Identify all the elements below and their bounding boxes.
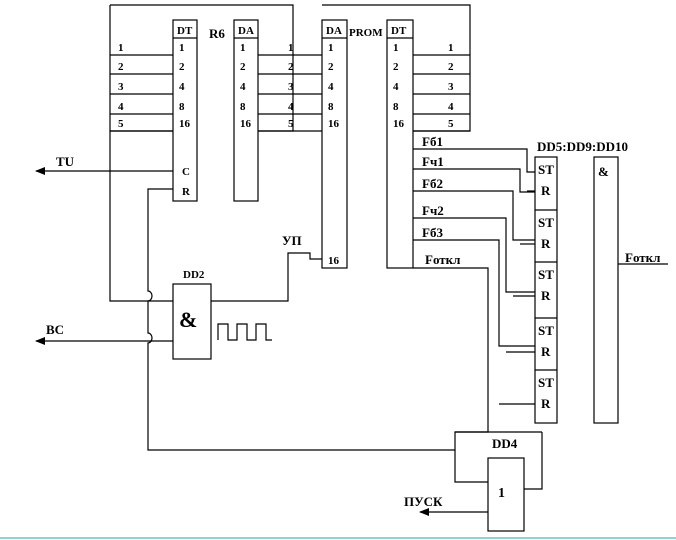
- dd4-in-a: [454, 450, 488, 483]
- prom-data-pin-label: 16: [393, 118, 405, 130]
- bus-da-pin-label: 4: [240, 81, 246, 93]
- up-label: УП: [282, 233, 302, 248]
- prom-addr-pin-label: 1: [328, 42, 334, 54]
- bus-da-pin-label: 2: [240, 61, 246, 73]
- prom-addr-pin-label: 4: [328, 81, 334, 93]
- bus-line-label: 3: [288, 81, 294, 93]
- bus-da-block: [233, 19, 259, 202]
- bus-da-header: DA: [238, 25, 254, 37]
- up-wire: [211, 252, 322, 302]
- and-block-symbol: &: [598, 164, 609, 179]
- trigger-label: DD5:DD9:DD10: [537, 139, 628, 154]
- prom-signal-wire: [413, 148, 535, 173]
- prom-signal-wire: [413, 217, 535, 293]
- counter-pin-label: 4: [179, 81, 185, 93]
- trigger-set-pin: ST: [538, 375, 554, 390]
- bus-da-pin-label: 8: [240, 101, 246, 113]
- prom-signal-label: Fб3: [422, 225, 443, 240]
- trigger-set-pin: ST: [538, 162, 554, 177]
- counter-pin-label: 8: [179, 101, 185, 113]
- reset-wire: [147, 188, 542, 451]
- prom-label: PROM: [349, 27, 383, 39]
- counter-pin-label: 16: [179, 118, 191, 130]
- counter-side-label: R6: [209, 26, 225, 41]
- prom-data-pin-label: 8: [393, 101, 399, 113]
- trigger-set-pin: ST: [538, 267, 554, 282]
- bus-line-label: 5: [288, 118, 294, 130]
- bus-line-label: 2: [288, 61, 294, 73]
- trigger-reset-pin: R: [541, 183, 551, 198]
- prom-addr-pin-label: 2: [328, 61, 334, 73]
- prom-signal-label: Fб2: [422, 176, 443, 191]
- trigger-set-pin: ST: [538, 323, 554, 338]
- bus-line-label: 1: [288, 42, 294, 54]
- prom-signal-label: Fч1: [422, 154, 444, 169]
- bus-da-pin-label: 1: [240, 42, 246, 54]
- dd2-label: DD2: [183, 269, 205, 281]
- prom-signal-label: Fб1: [422, 134, 443, 149]
- bus-line-label: 4: [288, 101, 294, 113]
- prom-data-pin-label: 4: [393, 81, 399, 93]
- frame-left: [110, 4, 294, 132]
- prom-signal-wire: [413, 190, 535, 241]
- and-block: [593, 156, 619, 424]
- prom-addr-pin-label: 8: [328, 101, 334, 113]
- trigger-column: [534, 156, 558, 424]
- trigger-reset-pin: R: [541, 344, 551, 359]
- tu-label: TU: [56, 154, 75, 169]
- prom-data-header: DT: [391, 25, 407, 37]
- prom-output-label: 1: [448, 42, 454, 54]
- prom-output-label: 4: [448, 101, 454, 113]
- prom-addr-pin-label: 16: [328, 118, 340, 130]
- prom-addr-header: DA: [326, 25, 342, 37]
- fotkl-wire: [413, 267, 489, 433]
- counter-header: DT: [177, 25, 193, 37]
- prom-output-label: 2: [448, 61, 454, 73]
- counter-input-label: 4: [118, 101, 124, 113]
- dd4-gate: [487, 457, 525, 532]
- trigger-reset-pin: R: [541, 236, 551, 251]
- prom-data-pin-label: 1: [393, 42, 399, 54]
- trigger-reset-pin: R: [541, 396, 551, 411]
- vs-label: ВС: [46, 322, 64, 337]
- trigger-reset-pin: R: [541, 288, 551, 303]
- prom-signal-wire: [413, 239, 535, 347]
- and-output-label: Fоткл: [625, 250, 660, 265]
- prom-signal-label: Fч2: [422, 203, 444, 218]
- dd2-symbol: &: [179, 307, 197, 332]
- bus-da-pin-label: 16: [240, 118, 252, 130]
- prom-data-pin-label: 2: [393, 61, 399, 73]
- dd4-label: DD4: [492, 436, 518, 451]
- dd2-feed-wire: [109, 131, 173, 302]
- pulse-train-icon: [217, 323, 272, 341]
- trigger-set-pin: ST: [538, 215, 554, 230]
- prom-addr-block: [321, 19, 348, 269]
- counter-input-label: 5: [118, 118, 124, 130]
- counter-reset-pin: R: [182, 186, 191, 198]
- counter-pin-label: 1: [179, 42, 185, 54]
- counter-block: [172, 19, 198, 202]
- prom-addr-pin-16b: 16: [328, 255, 340, 267]
- dd4-in-b: [524, 432, 543, 490]
- prom-output-label: 5: [448, 118, 454, 130]
- counter-input-label: 3: [118, 81, 124, 93]
- prom-output-label: 3: [448, 81, 454, 93]
- prom-signal-wire: [413, 168, 535, 193]
- dd4-symbol: 1: [498, 486, 505, 501]
- counter-pin-label: 2: [179, 61, 185, 73]
- counter-input-label: 1: [118, 42, 124, 54]
- counter-clock-pin: C: [182, 166, 190, 178]
- prom-data-block: [386, 19, 414, 269]
- prom-signal-label: Fоткл: [425, 252, 460, 267]
- counter-input-label: 2: [118, 61, 124, 73]
- dd2-gate: [172, 283, 212, 360]
- pusk-label: ПУСК: [404, 494, 443, 509]
